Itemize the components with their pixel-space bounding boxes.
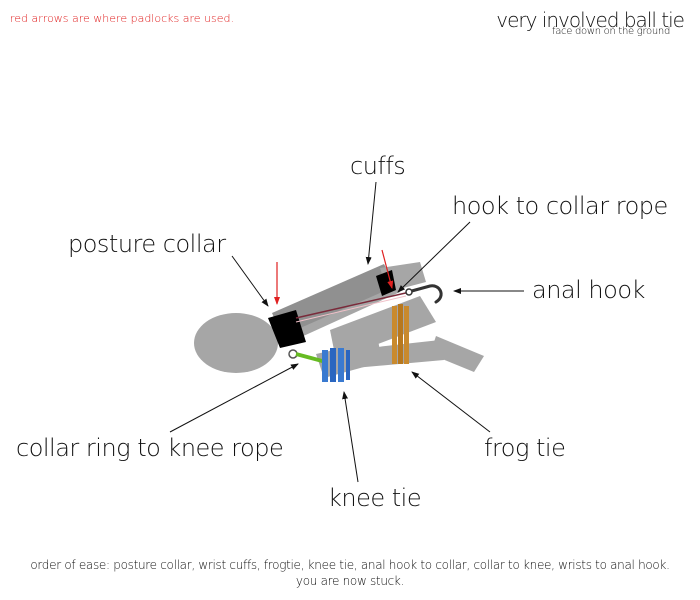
padlock-note: red arrows are where padlocks are used. [10,12,234,25]
label-frog-tie: frog tie [484,434,566,462]
footer-line-2: you are now stuck. [295,574,405,588]
label-posture-collar: posture collar [68,230,226,258]
collar-knee-rope [295,352,327,364]
label-collar-ring-to-knee-rope: collar ring to knee rope [16,434,284,462]
label-knee-tie: knee tie [328,484,422,512]
arrow-frog-tie [411,371,491,433]
padlock-arrow-hook [381,249,394,289]
arrow-collar-knee [169,363,299,433]
posture-collar [268,310,306,348]
anal-hook-shape [406,284,443,304]
label-anal-hook: anal hook [532,276,645,304]
torso [272,264,396,336]
head [194,313,278,373]
hook-collar-rope [295,291,411,319]
label-hook-to-collar-rope: hook to collar rope [452,192,668,220]
arrow-knee-tie [342,391,359,483]
diagram-subtitle: face down on the ground [552,26,670,37]
knee-tie-wraps [322,348,350,382]
label-cuffs: cuffs [350,152,406,180]
arrow-posture-collar [231,255,269,307]
arrow-cuffs [365,181,377,265]
arrow-hook-collar [397,221,471,293]
wrist-cuff [376,270,396,296]
diagram-title: very involved ball tie [496,8,685,32]
footer-line-1: order of ease: posture collar, wrist cuf… [30,558,670,572]
hook-collar-rope-2 [295,295,407,323]
thigh-upper [330,296,436,360]
hook-ring [405,288,413,296]
collar-ring [288,349,298,359]
frog-tie-wraps [392,304,409,364]
foot [430,336,484,372]
